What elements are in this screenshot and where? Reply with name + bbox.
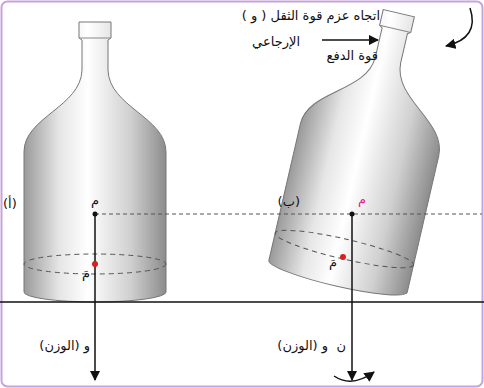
point-label: م <box>358 192 366 208</box>
ground-line <box>0 301 484 303</box>
pivot-label: ن <box>336 338 346 354</box>
centre-point <box>93 212 98 217</box>
point-label: م <box>91 193 99 209</box>
torque-caption: الإرجاعي <box>252 34 300 50</box>
weight-arrow <box>94 214 96 380</box>
weight-arrow <box>351 214 353 380</box>
level-line <box>95 214 482 215</box>
case-letter: (أ) <box>3 196 17 212</box>
base-point <box>340 254 346 260</box>
centre-point <box>350 212 355 217</box>
torque-caption: اتجاه عزم قوة الثقل ( و ) <box>242 8 380 24</box>
point-label: مَ <box>82 266 90 282</box>
push-arrow <box>322 39 378 41</box>
rotation-arrow <box>334 372 374 381</box>
base-point <box>92 261 98 267</box>
force-label: و (الوزن) <box>277 338 328 354</box>
point-label: مَ <box>329 255 337 271</box>
torque-arrow <box>446 8 472 46</box>
force-label: و (الوزن) <box>39 338 90 354</box>
case-letter: (ب) <box>278 194 300 210</box>
force-caption: قوة الدفع <box>327 48 378 64</box>
